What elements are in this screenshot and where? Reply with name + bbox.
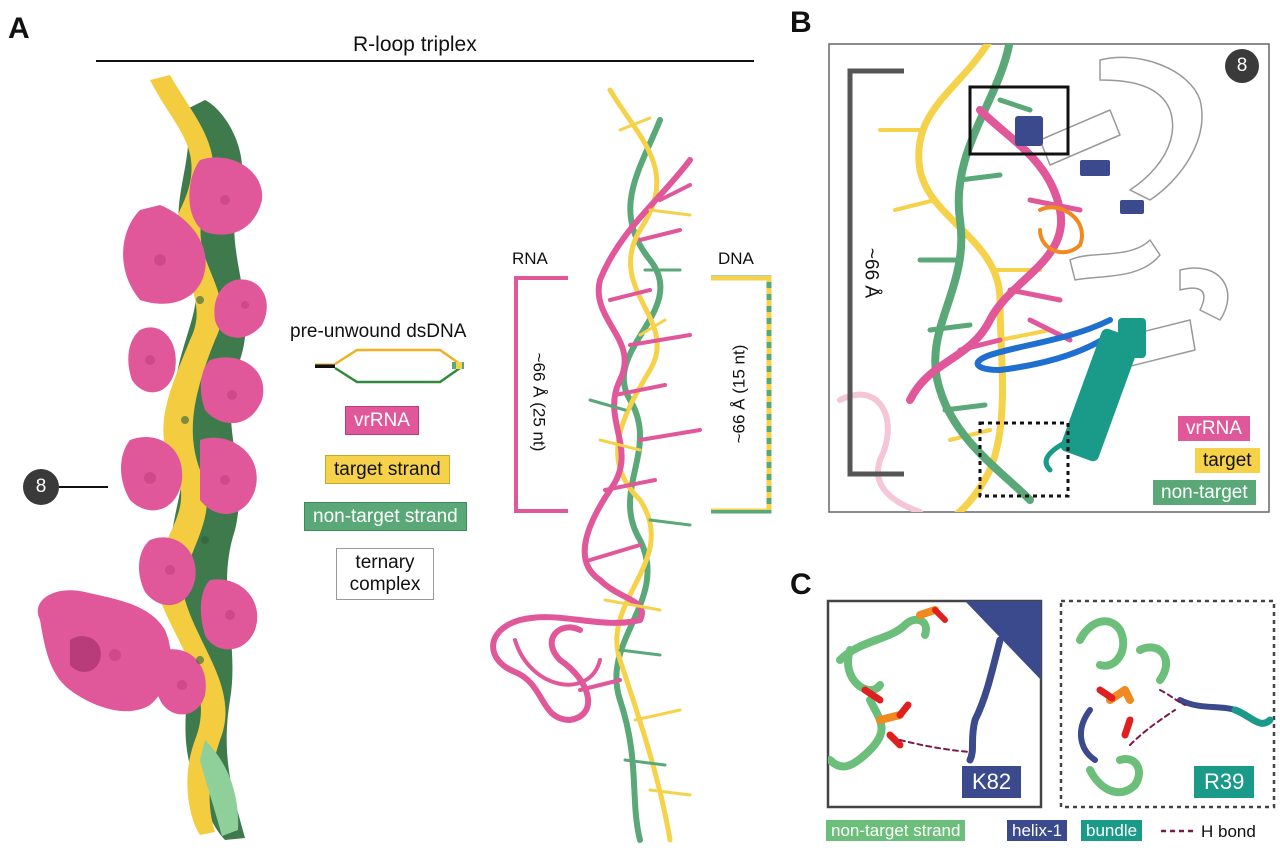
panel-letter-b: B [790,6,812,39]
legend-non-target-strand: non-target strand [304,502,467,531]
rna-measure: ~66 Å (25 nt) [529,352,549,452]
panel-c-legend-non-target: non-target strand [826,820,966,841]
figure-title: R-loop triplex [353,33,477,56]
panel-c-legend-hbond: H bond [1201,822,1256,841]
residue-label-r39: R39 [1194,766,1255,798]
legend-ternary-line2: complex [349,574,421,595]
dsdna-title: pre-unwound dsDNA [290,321,467,342]
legend-ternary-line1: ternary [355,552,415,573]
dsdna-schematic [315,348,464,384]
residue-label-k82: K82 [962,766,1022,798]
rna-bracket [514,276,568,513]
panel-c-legend-bundle: bundle [1081,820,1143,841]
panel-c-left [826,599,1043,809]
legend-ternary-complex: ternary complex [336,548,434,600]
marker-8-b [1225,49,1259,83]
dna-label: DNA [718,249,754,268]
panel-b-legend-target: target [1195,448,1260,473]
cryo-em-density-map [37,75,267,840]
dna-bracket [711,275,772,514]
marker-8-label-b: 8 [1236,55,1248,76]
legend-target-strand: target strand [325,455,450,484]
panel-b-legend-non-target: non-target [1153,480,1256,505]
panel-c-legend-helix: helix-1 [1007,820,1068,841]
cartoon-structure [490,87,702,843]
panel-letter-a: A [8,12,30,45]
panel-b-measure: ~66 Å [860,247,882,299]
legend-vrrna: vrRNA [345,406,419,435]
rna-label: RNA [512,249,548,268]
marker-8-label-a: 8 [35,476,47,497]
panel-letter-c: C [790,568,812,601]
dna-measure: ~66 Å (15 nt) [729,344,749,444]
marker-8-a [23,469,59,505]
panel-b-legend-vrrna: vrRNA [1178,416,1250,441]
